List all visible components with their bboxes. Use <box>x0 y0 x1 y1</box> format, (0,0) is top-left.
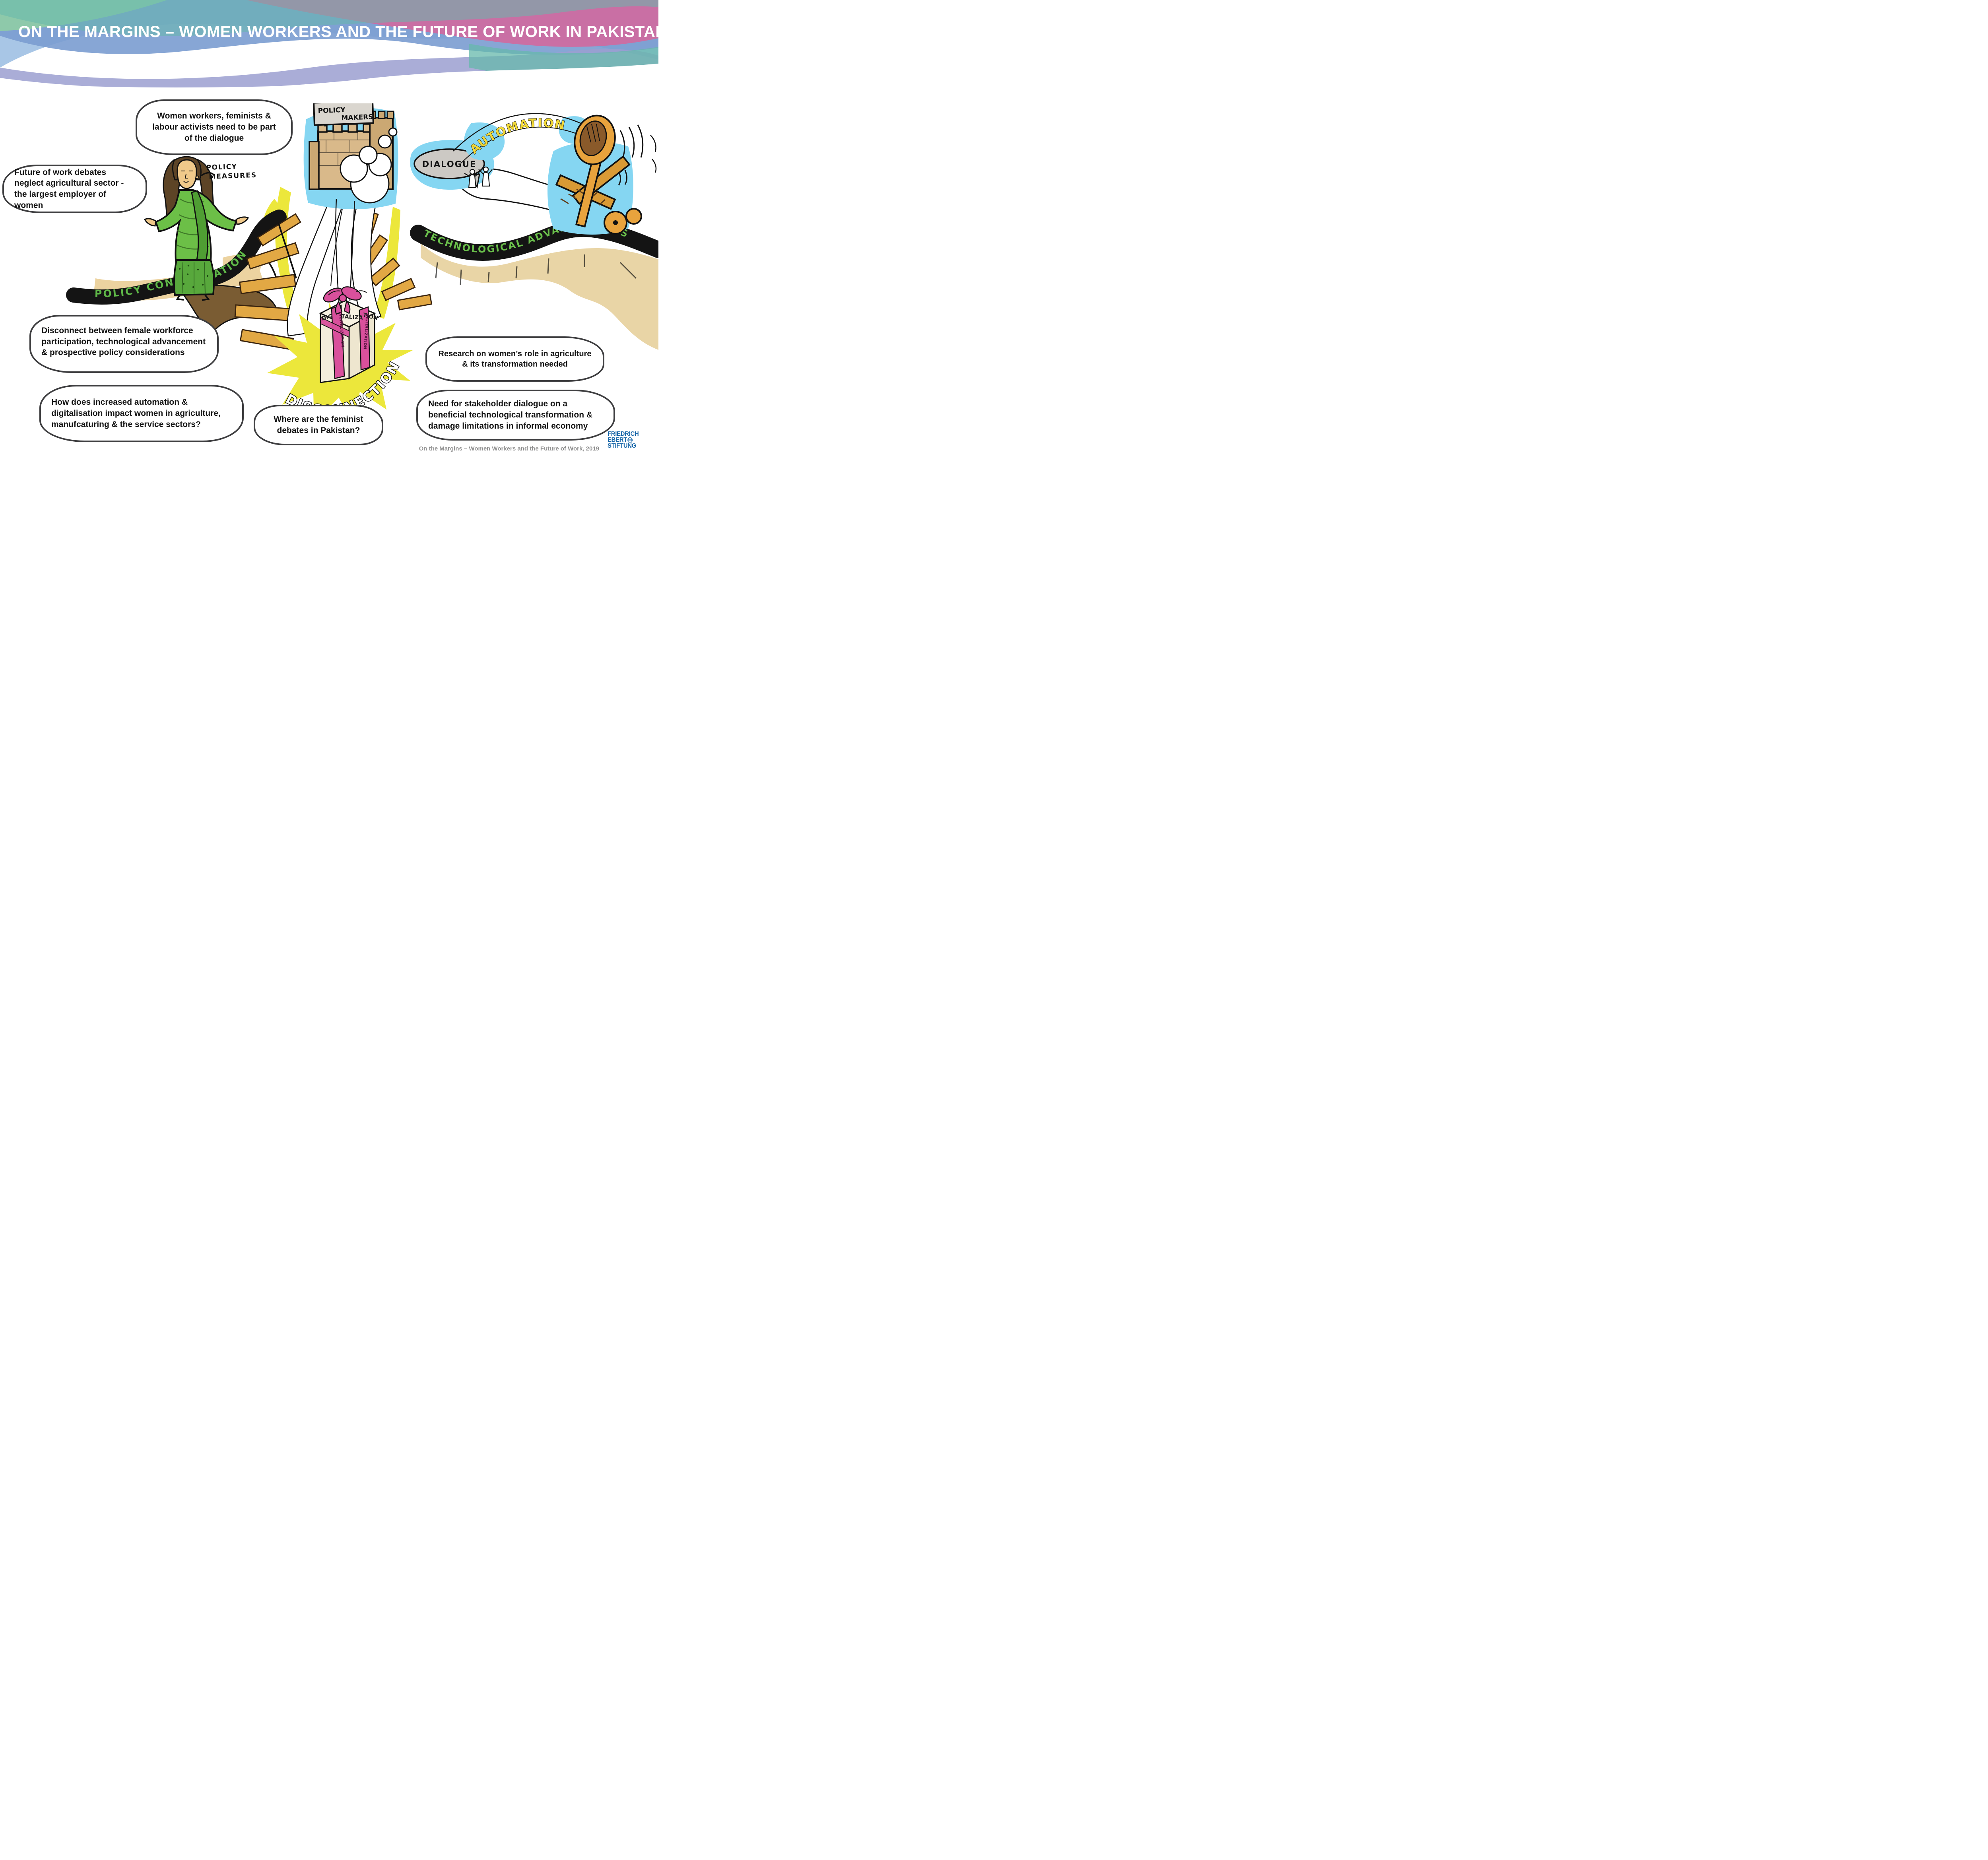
bubble-research-text: Research on women’s role in agriculture … <box>438 349 592 369</box>
fes-logo-line1: FRIEDRICH <box>608 431 639 437</box>
gift-fragment-left: DIG <box>321 313 333 322</box>
cloud-puffs <box>340 127 398 204</box>
footer-caption: On the Margins – Women Workers and the F… <box>419 445 599 452</box>
fes-logo: FRIEDRICH EBERT STIFTUNG <box>608 431 646 449</box>
broken-bridge-left <box>234 213 301 350</box>
policy-makers-label-line1: POLICY <box>318 106 346 115</box>
gift-fragment-mid: TALIZA <box>341 313 363 321</box>
bubble-automation-question: How does increased automation & digitali… <box>39 385 244 442</box>
bubble-disconnect-text: Disconnect between female workforce part… <box>41 326 206 357</box>
header-waves <box>0 0 658 103</box>
fes-logo-line3: STIFTUNG <box>608 443 637 450</box>
bubble-women-workers-text: Women workers, feminists & labour activi… <box>152 111 276 143</box>
bubble-disconnect: Disconnect between female workforce part… <box>29 315 219 373</box>
policy-makers-label-line2: MAKERS <box>341 113 373 122</box>
woman-figure <box>144 156 249 301</box>
policy-measures-label: POLICY MEASURES <box>206 161 278 182</box>
page-title: ON THE MARGINS – WOMEN WORKERS AND THE F… <box>18 23 658 41</box>
bubble-stakeholder-text: Need for stakeholder dialogue on a benef… <box>428 399 593 431</box>
bubble-future-of-work: Future of work debates neglect agricultu… <box>2 165 147 213</box>
bubble-women-workers: Women workers, feminists & labour activi… <box>136 99 293 155</box>
dialogue-figures <box>464 166 493 188</box>
bubble-feminist-debates: Where are the feminist debates in Pakist… <box>254 405 383 445</box>
digitalization-gift: DIG TALIZA TION DIGITALIZATION DIGITALIZ… <box>319 198 379 383</box>
dialogue-label: DIALOGUE <box>422 159 477 169</box>
bubble-future-of-work-text: Future of work debates neglect agricultu… <box>14 167 124 210</box>
bubble-automation-question-text: How does increased automation & digitali… <box>51 398 221 429</box>
svg-text:AUTOMATION: AUTOMATION <box>468 116 567 157</box>
bubble-research: Research on women’s role in agriculture … <box>425 336 604 382</box>
bubble-feminist-debates-text: Where are the feminist debates in Pakist… <box>274 415 363 435</box>
catapult <box>547 115 657 235</box>
automation-label: AUTOMATION <box>467 116 566 157</box>
poster-canvas: POLICY CONSIDERATION TECHNOLOGICAL ADVAN… <box>0 0 658 465</box>
bubble-stakeholder: Need for stakeholder dialogue on a benef… <box>416 390 615 441</box>
fes-logo-line2: EBERT <box>608 437 627 444</box>
globe-icon <box>627 437 633 443</box>
